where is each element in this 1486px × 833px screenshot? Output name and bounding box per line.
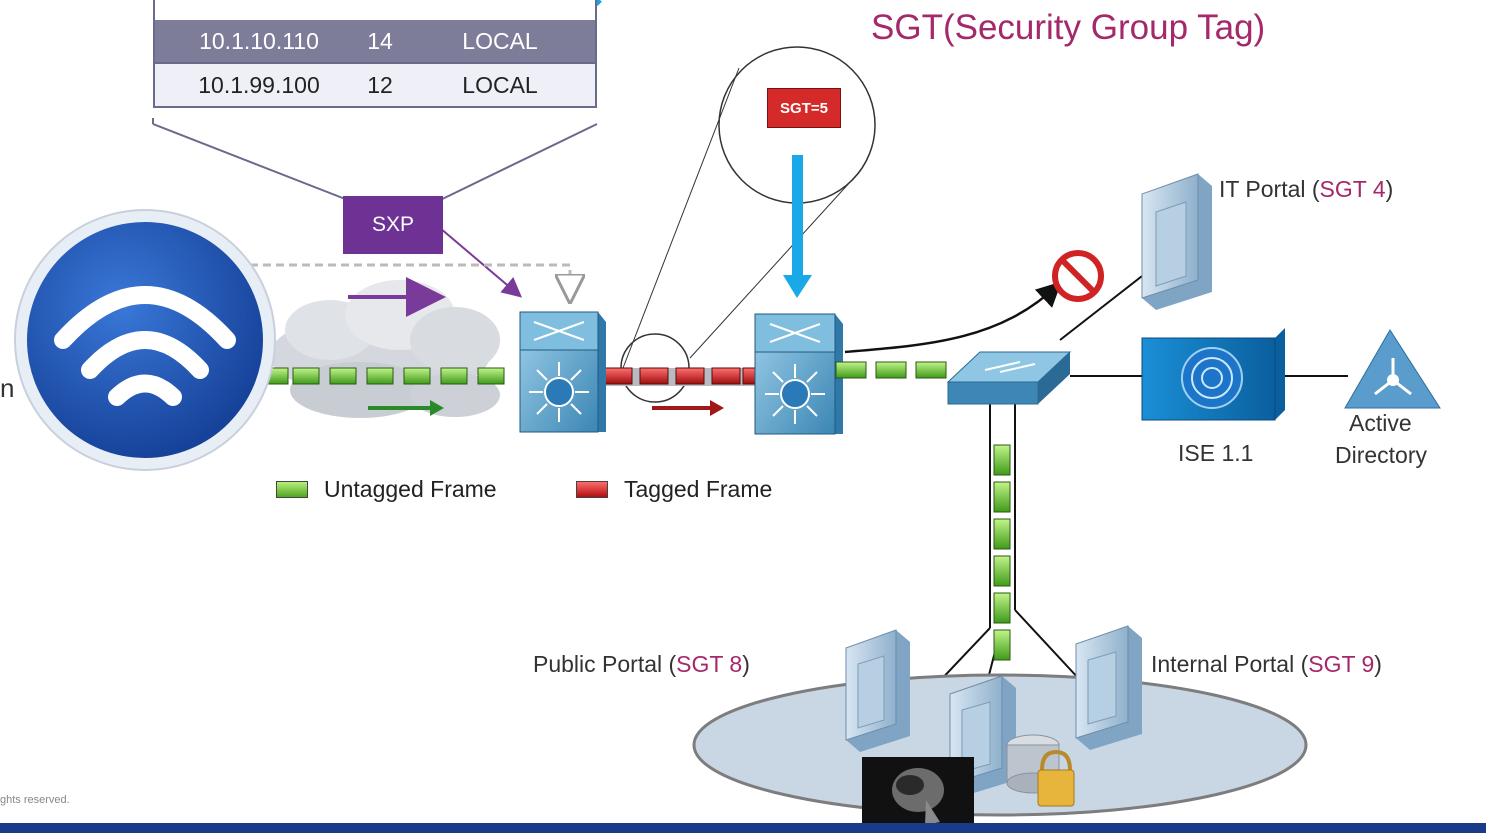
wifi-icon [14, 209, 276, 471]
tagged-swatch [576, 481, 608, 498]
untagged-frames-right [835, 361, 947, 379]
access-switch [946, 351, 1072, 405]
legend-tagged-label: Tagged Frame [624, 476, 773, 502]
red-flow-arrow [652, 400, 724, 416]
clipped-text: n [0, 373, 15, 403]
it-portal-label: IT Portal (SGT 4) [1219, 176, 1394, 202]
sxp-label: SXP [343, 196, 443, 254]
blocked-flow-arrow [844, 281, 1062, 354]
table-cell-sgt: 12 [367, 71, 393, 98]
legend-untagged: Untagged Frame [276, 476, 497, 503]
xray-image [862, 757, 974, 833]
public-portal-server [845, 629, 910, 752]
sxp-arrow [439, 227, 523, 298]
deny-icon [1052, 250, 1104, 302]
sgt-badge: SGT=5 [767, 88, 841, 128]
table-cell-ip: 10.1.99.100 [198, 71, 320, 98]
ise-label: ISE 1.1 [1178, 440, 1254, 466]
down-arrow [783, 155, 812, 298]
tagged-frames [603, 367, 756, 385]
table-cell-source: LOCAL [462, 27, 538, 54]
table-row: 10.1.99.100 12 LOCAL [153, 64, 597, 108]
untagged-swatch [276, 481, 308, 498]
table-row: 10.1.10.110 14 LOCAL [153, 20, 597, 64]
untagged-frames-left [261, 367, 505, 385]
legend-untagged-label: Untagged Frame [324, 476, 497, 502]
table-callout-lines [152, 118, 598, 205]
active-directory-label-line2: Directory [1335, 442, 1428, 468]
active-directory-label-line1: Active [1349, 410, 1412, 436]
table-cell-source: LOCAL [462, 71, 538, 98]
it-portal-server [1141, 173, 1212, 310]
copyright-text: ghts reserved. [0, 794, 70, 806]
page-title: SGT(Security Group Tag) [871, 8, 1266, 47]
footer-bar [0, 823, 1486, 833]
table-cell-sgt: 14 [367, 27, 393, 54]
switch-2 [754, 313, 843, 435]
green-flow-arrow [368, 400, 444, 416]
ise-appliance [1141, 328, 1285, 421]
internal-portal-label: Internal Portal (SGT 9) [1151, 651, 1382, 677]
untagged-frames-vertical [993, 444, 1011, 661]
cloud [270, 280, 500, 418]
public-portal-label: Public Portal (SGT 8) [533, 651, 750, 677]
active-directory-icon [1344, 329, 1441, 409]
legend-tagged: Tagged Frame [576, 476, 772, 503]
internal-portal-server [1075, 625, 1142, 750]
switch-1 [519, 311, 606, 433]
table-cell-ip: 10.1.10.110 [199, 27, 319, 54]
lock-icon [1037, 749, 1075, 807]
